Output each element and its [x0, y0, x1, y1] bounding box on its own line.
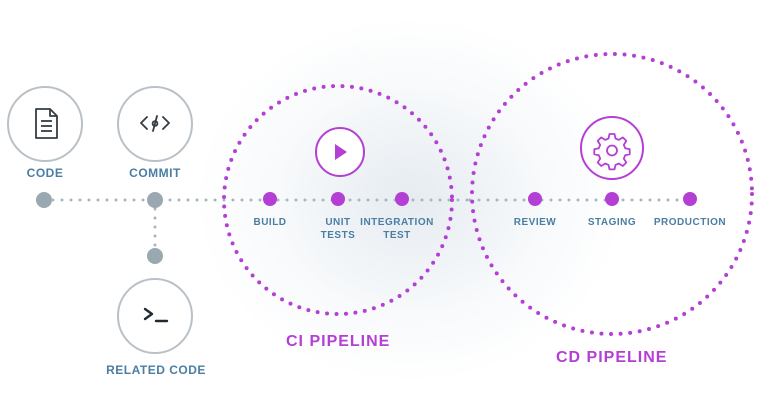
commit-dot — [147, 192, 163, 208]
code-brackets-icon — [140, 115, 170, 132]
terminal-prompt-icon — [143, 307, 169, 323]
production-label: PRODUCTION — [653, 217, 727, 228]
production-dot — [683, 192, 697, 206]
related-code-dot — [147, 248, 163, 264]
related-code-label: RELATED CODE — [106, 363, 206, 377]
build-label: BUILD — [253, 217, 287, 228]
staging-dot — [605, 192, 619, 206]
unit-tests-dot — [331, 192, 345, 206]
code-node-ring — [7, 86, 83, 162]
review-label: REVIEW — [513, 217, 557, 228]
integration-test-dot — [395, 192, 409, 206]
document-icon — [35, 108, 58, 139]
ci-pipeline-title: CI PIPELINE — [286, 333, 391, 350]
code-dot — [36, 192, 52, 208]
ci-pipeline-ring — [222, 84, 454, 316]
play-icon — [335, 144, 347, 160]
code-label: CODE — [26, 166, 64, 180]
gear-icon — [593, 133, 631, 171]
review-dot — [528, 192, 542, 206]
unit-tests-label: UNIT TESTS — [320, 217, 356, 241]
cd-pipeline-ring — [470, 52, 754, 336]
staging-label: STAGING — [587, 217, 637, 228]
integration-test-label: INTEGRATION TEST — [360, 217, 434, 241]
build-dot — [263, 192, 277, 206]
cd-icon-ring — [580, 116, 644, 180]
related-code-node-ring — [117, 278, 193, 354]
cd-pipeline-title: CD PIPELINE — [556, 349, 668, 366]
commit-label: COMMIT — [129, 166, 181, 180]
